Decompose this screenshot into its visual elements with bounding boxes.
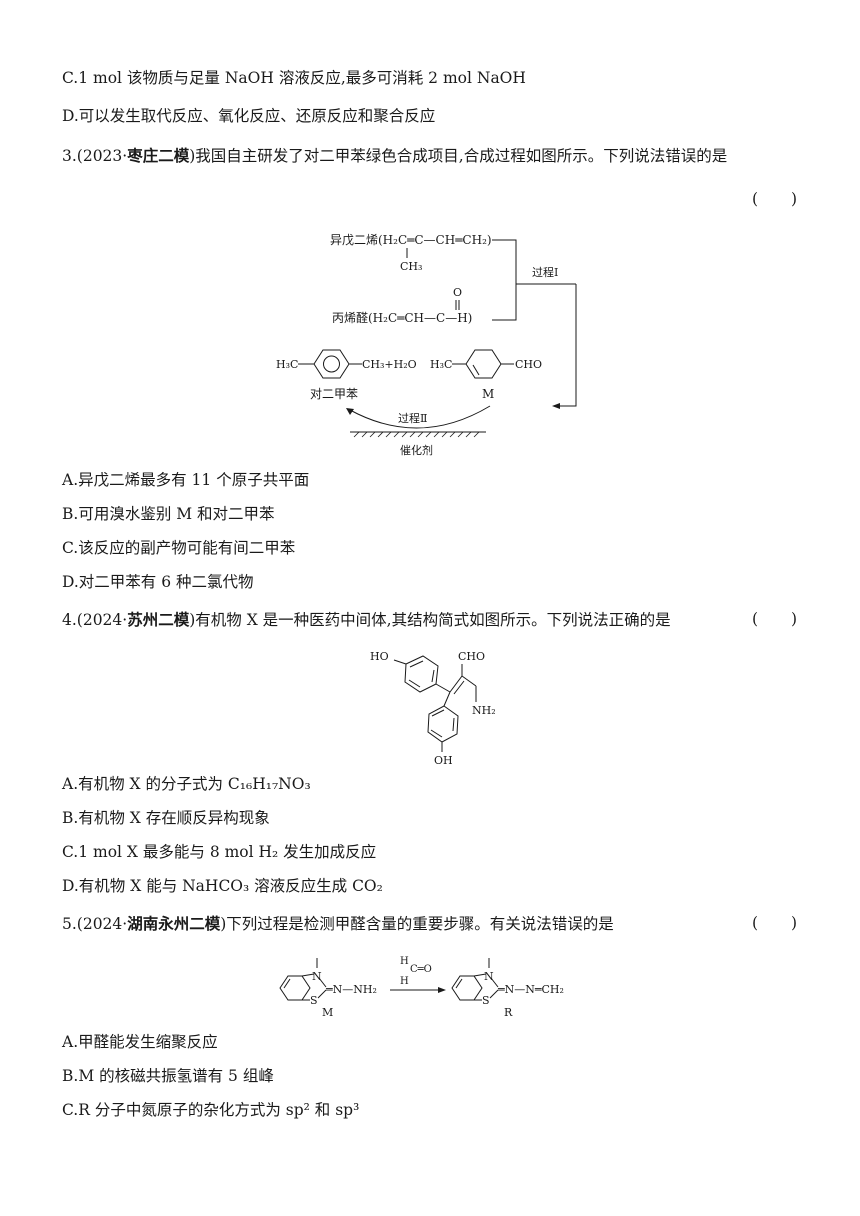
q5-number: 5.(2024· — [62, 915, 128, 933]
m-chain: ═N—NH₂ — [325, 983, 377, 996]
q4-source: 苏州二模 — [127, 610, 190, 629]
m-sulfur: S — [310, 994, 318, 1007]
reagent-h-bottom: H — [400, 976, 409, 987]
r-benzene-ring — [451, 975, 483, 1001]
q3-option-b: B.可用溴水鉴别 M 和对二甲苯 — [62, 505, 275, 523]
process2-label: 过程Ⅱ — [398, 412, 427, 425]
q4-option-d: D.有机物 X 能与 NaHCO₃ 溶液反应生成 CO₂ — [62, 877, 383, 895]
m-name: M — [482, 387, 494, 401]
acrolein-oxygen: O — [453, 286, 462, 299]
cyclohexene-ring — [465, 349, 502, 379]
q5-option-b: B.M 的核磁共振氢谱有 5 组峰 — [62, 1067, 274, 1085]
q3-option-a: A.异戊二烯最多有 11 个原子共平面 — [62, 471, 310, 489]
catalyst-label: 催化剂 — [400, 443, 433, 457]
q2-option-c: C.1 mol 该物质与足量 NaOH 溶液反应,最多可消耗 2 mol NaO… — [62, 69, 526, 87]
q4-cho-label: CHO — [458, 650, 485, 663]
r-label: R — [504, 1006, 513, 1019]
q3-number: 3.(2023· — [62, 147, 128, 165]
q4-option-c: C.1 mol X 最多能与 8 mol H₂ 发生加成反应 — [62, 843, 377, 861]
process1-arrow — [558, 284, 577, 407]
pxylene-name: 对二甲苯 — [310, 387, 358, 401]
q4-ho-label: HO — [370, 650, 389, 663]
q3-answer-paren: ( ) — [752, 190, 812, 208]
reactant-bracket — [492, 239, 517, 321]
q5-option-a: A.甲醛能发生缩聚反应 — [62, 1033, 218, 1051]
r-nitrogen: N — [484, 970, 494, 983]
q4-stem-text: )有机物 X 是一种医药中间体,其结构简式如图所示。下列说法正确的是 — [189, 611, 671, 629]
svg-text:CH₃+H₂O: CH₃+H₂O — [362, 358, 417, 371]
q5-reaction-diagram: N S ═N—NH₂ M H C═O H N S ═N—N═CH₂ R — [279, 956, 564, 1019]
q5-stem-text: )下列过程是检测甲醛含量的重要步骤。有关说法错误的是 — [220, 915, 614, 933]
q5-option-c: C.R 分子中氮原子的杂化方式为 sp² 和 sp³ — [62, 1101, 360, 1119]
process1-label: 过程Ⅰ — [532, 266, 558, 279]
svg-text:CHO: CHO — [515, 358, 542, 371]
reagent-carbonyl: C═O — [410, 964, 432, 975]
process1-arrowhead — [552, 403, 560, 409]
q4-option-a: A.有机物 X 的分子式为 C₁₆H₁₇NO₃ — [62, 775, 311, 793]
q4-option-b: B.有机物 X 存在顺反异构现象 — [62, 809, 270, 827]
q2-option-d: D.可以发生取代反应、氧化反应、还原反应和聚合反应 — [62, 107, 436, 125]
benzene-ring — [313, 349, 350, 379]
q3-stem-text: )我国自主研发了对二甲苯绿色合成项目,合成过程如图所示。下列说法错误的是 — [189, 147, 728, 165]
q3-option-c: C.该反应的副产物可能有间二甲苯 — [62, 539, 296, 557]
acrolein-formula: 丙烯醛(H₂C═CH—C—H) — [332, 310, 472, 325]
q3-stem: 3.(2023·枣庄二模)我国自主研发了对二甲苯绿色合成项目,合成过程如图所示。… — [62, 146, 727, 166]
reagent-h-top: H — [400, 956, 409, 967]
process2-arrow — [349, 405, 491, 429]
m-label: M — [322, 1006, 333, 1019]
q4-nh2-label: NH₂ — [472, 704, 496, 717]
pxylene-ch3-left: H₃C — [276, 358, 298, 371]
q4-stem: 4.(2024·苏州二模)有机物 X 是一种医药中间体,其结构简式如图所示。下列… — [62, 610, 671, 630]
m-nitrogen: N — [312, 970, 322, 983]
q4-oh-label: OH — [434, 754, 453, 767]
q5-answer-paren: ( ) — [752, 914, 812, 932]
q4-answer-paren: ( ) — [752, 610, 812, 628]
isoprene-methyl: CH₃ — [400, 260, 422, 273]
q5-stem: 5.(2024·湖南永州二模)下列过程是检测甲醛含量的重要步骤。有关说法错误的是 — [62, 914, 614, 934]
q3-source: 枣庄二模 — [127, 146, 190, 165]
isoprene-formula: 异戊二烯(H₂C═C—CH═CH₂) — [330, 233, 492, 247]
r-chain: ═N—N═CH₂ — [497, 983, 564, 996]
m-benzene-ring — [279, 975, 311, 1001]
q3-synthesis-diagram: 异戊二烯(H₂C═C—CH═CH₂) CH₃ O 丙烯醛(H₂C═CH—C—H)… — [276, 233, 577, 457]
svg-text:H₃C: H₃C — [430, 358, 452, 371]
q5-source: 湖南永州二模 — [127, 914, 221, 933]
q4-number: 4.(2024· — [62, 611, 128, 629]
r-sulfur: S — [482, 994, 490, 1007]
q4-structure-diagram: HO CHO NH₂ OH — [370, 650, 496, 767]
q3-option-d: D.对二甲苯有 6 种二氯代物 — [62, 573, 254, 591]
